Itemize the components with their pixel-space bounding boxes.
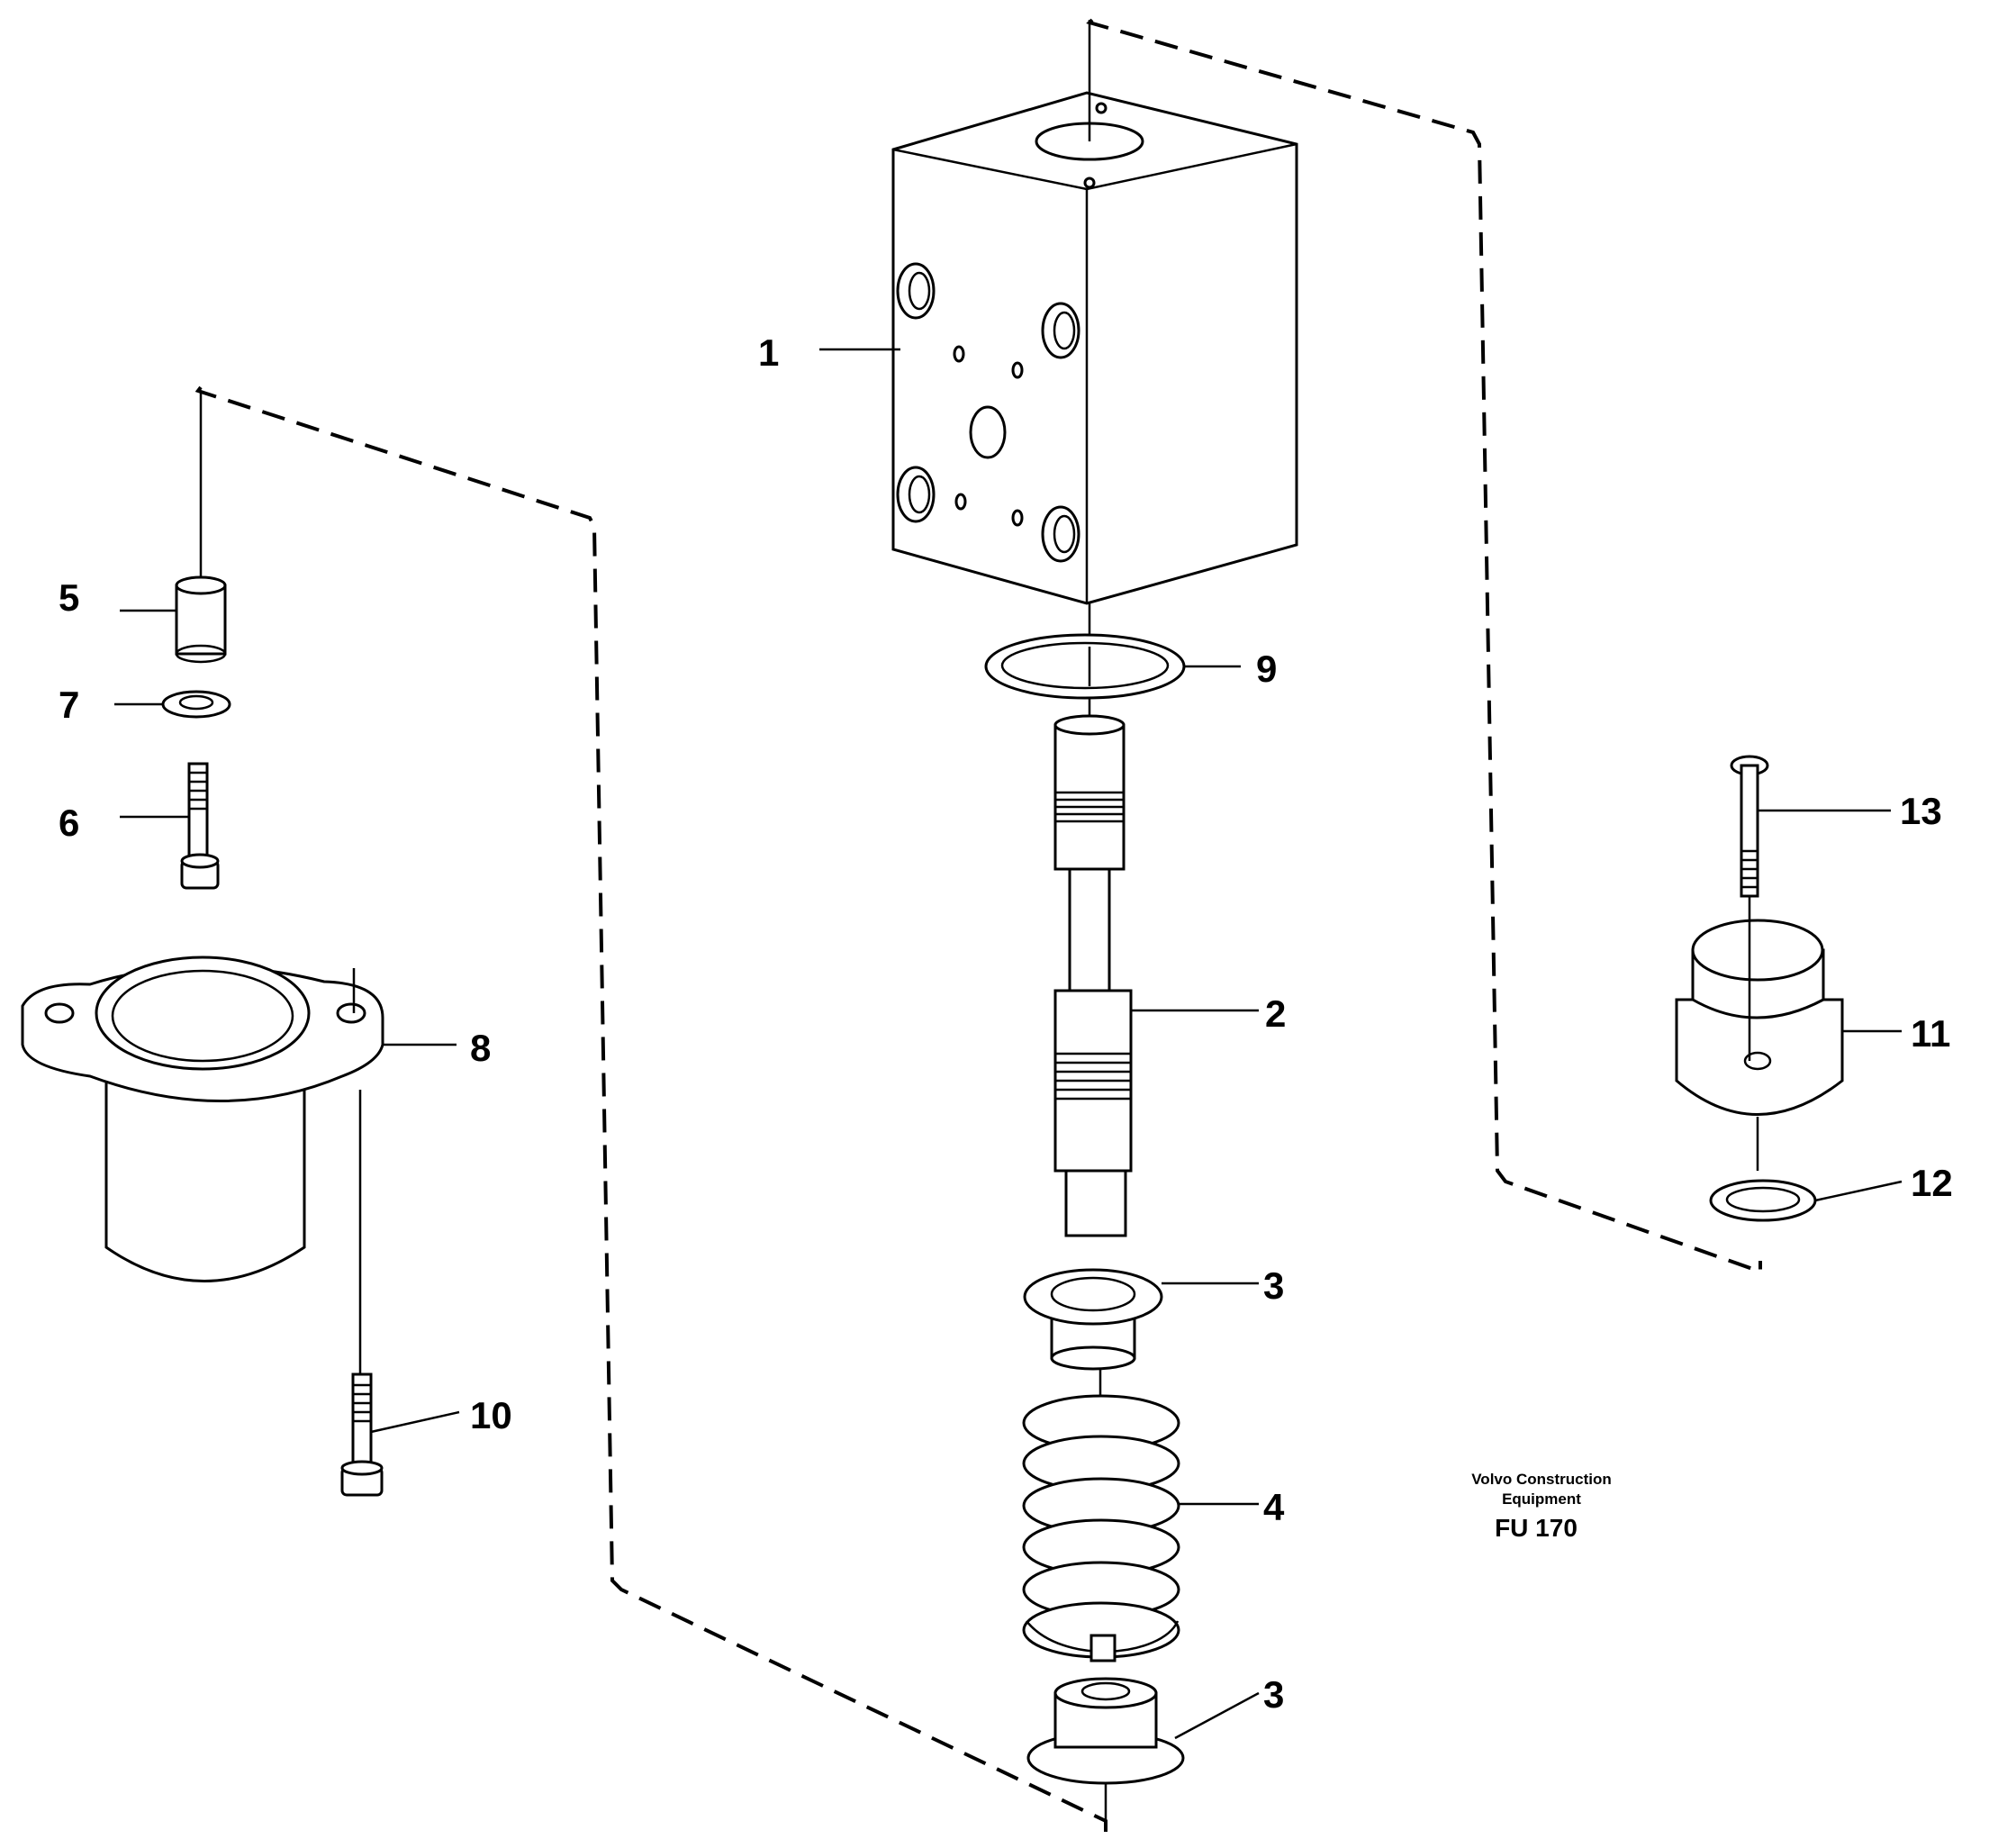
callouts: 1 2 3 3 4 5 6 7 8 9 10 11 12 13 — [59, 331, 1953, 1716]
callout-7: 7 — [59, 684, 79, 726]
left-assembly-boundary — [194, 385, 1108, 1832]
callout-4: 4 — [1263, 1486, 1285, 1528]
callout-11: 11 — [1911, 1012, 1950, 1055]
part-1-valve-block — [891, 20, 1298, 605]
callout-3a: 3 — [1263, 1264, 1284, 1307]
callout-5: 5 — [59, 576, 79, 619]
part-4-spring — [1022, 1369, 1180, 1662]
part-10-screw — [340, 1372, 384, 1497]
callout-8: 8 — [470, 1027, 491, 1069]
part-3-upper-spring-seat — [1023, 1268, 1163, 1371]
callout-6: 6 — [59, 802, 79, 844]
callout-2: 2 — [1265, 992, 1286, 1035]
leader-12 — [1814, 1180, 1903, 1202]
part-7-washer — [161, 690, 231, 719]
part-9-o-ring — [984, 633, 1186, 700]
footer-brand-line2: Equipment — [1502, 1490, 1581, 1508]
leader-lines — [114, 348, 1903, 1740]
part-8-flange-housing — [21, 956, 384, 1373]
part-6-screw — [180, 762, 220, 890]
leader-3b — [1174, 1691, 1260, 1740]
callout-10: 10 — [470, 1394, 512, 1436]
part-3-lower-spring-seat — [1026, 1677, 1185, 1832]
part-2-spool — [1053, 714, 1133, 1237]
callout-1: 1 — [758, 331, 779, 374]
footer-brand-line1: Volvo Construction — [1471, 1471, 1612, 1488]
part-13-screw — [1730, 755, 1769, 898]
callout-3b: 3 — [1263, 1673, 1284, 1716]
callout-12: 12 — [1911, 1162, 1953, 1204]
part-12-seal-ring — [1709, 1179, 1817, 1222]
callout-13: 13 — [1900, 790, 1942, 832]
leader-10 — [370, 1410, 460, 1434]
diagram-footer: Volvo Construction Equipment FU 170 — [1471, 1471, 1612, 1542]
part-5-sleeve — [175, 391, 227, 664]
part-11-cover — [1675, 896, 1844, 1171]
callout-9: 9 — [1256, 648, 1277, 690]
footer-diagram-code: FU 170 — [1495, 1514, 1578, 1542]
